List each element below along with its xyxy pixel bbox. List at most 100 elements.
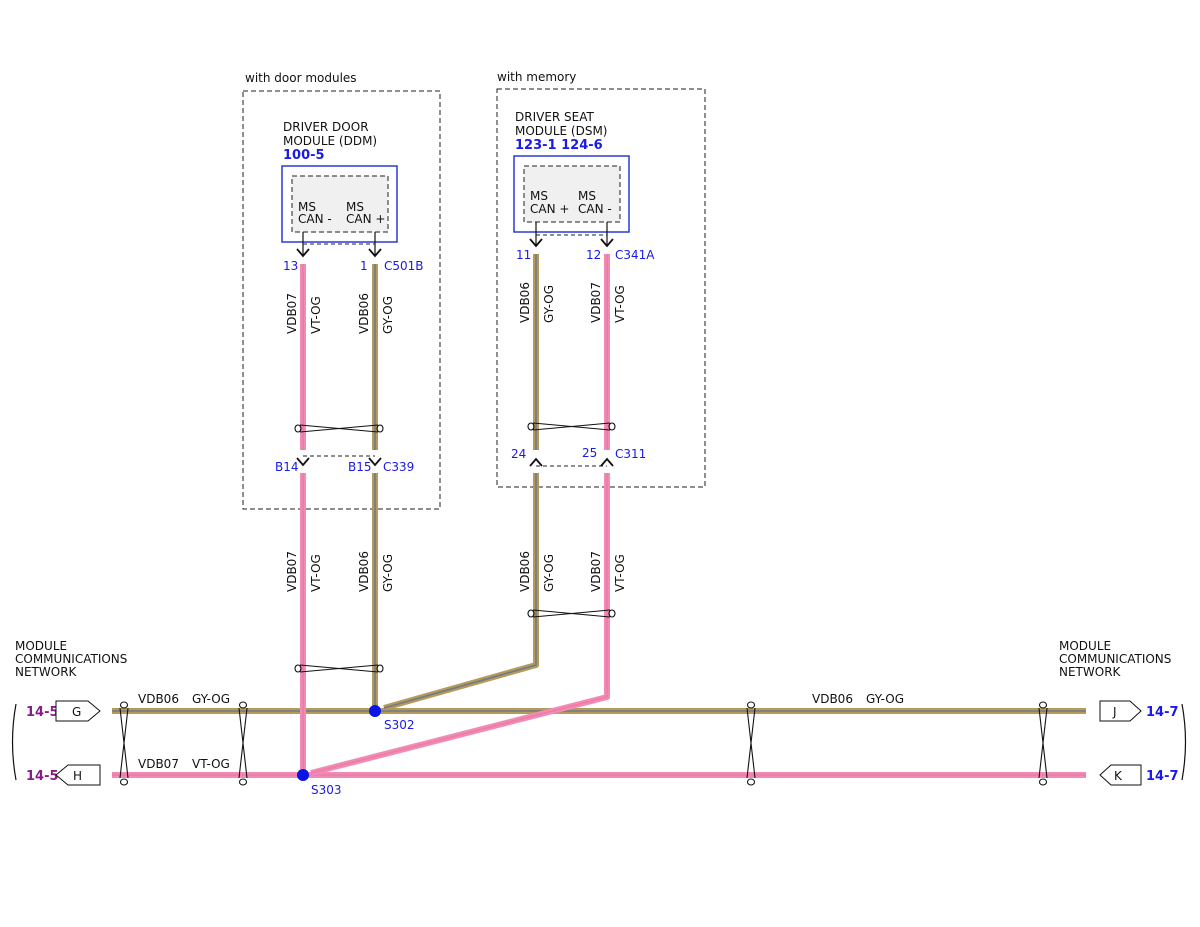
seat-module-group: with memory DRIVER SEAT MODULE (DSM) 123… xyxy=(496,70,706,488)
c311-pin-25: 25 xyxy=(582,446,597,460)
wire-label-ddm-vdb07-upper: VDB07 xyxy=(285,293,299,334)
wire-label-dsm-vdb06-upper: VDB06 xyxy=(518,282,532,323)
door-module-group: with door modules DRIVER DOOR MODULE (DD… xyxy=(242,71,441,510)
wire-label-dsm-vdb07-lower: VDB07 xyxy=(589,551,603,592)
ddm-pin-a-label-line1: MS xyxy=(298,200,316,214)
wire-label-bus-gy-og-right: GY-OG xyxy=(866,692,904,706)
twist-dsm-lower-icon xyxy=(527,609,616,618)
wire-vdb07-vt-og-dsm-lower xyxy=(310,473,610,776)
wire-label-dsm-vdb06-lower: VDB06 xyxy=(518,551,532,592)
connector-g-flag-icon xyxy=(55,700,101,722)
c501b-connector-label: C501B xyxy=(384,259,424,273)
twist-dsm-upper-icon xyxy=(527,422,616,431)
wire-label-ddm-vt-og-lower: VT-OG xyxy=(309,554,323,592)
ddm-inner-box xyxy=(291,175,389,233)
ddm-pin-1: 1 xyxy=(360,259,368,273)
twist-ddm-upper-icon xyxy=(294,424,384,433)
left-page-ref-bottom[interactable]: 14-5 xyxy=(26,769,59,784)
left-network-label-line3: NETWORK xyxy=(15,665,78,679)
right-network-label-line2: COMMUNICATIONS xyxy=(1059,652,1171,666)
splice-s302-dot[interactable] xyxy=(369,705,381,717)
connector-j-flag-icon xyxy=(1099,700,1142,722)
ddm-pin1-arrow-icon xyxy=(368,248,382,258)
wire-label-ddm-gy-og-upper: GY-OG xyxy=(381,296,395,334)
splice-s303-dot[interactable] xyxy=(297,769,309,781)
door-group-dashed-frame xyxy=(242,90,441,510)
wire-label-dsm-vdb07-upper: VDB07 xyxy=(589,282,603,323)
c311-pin-24-arrow-icon xyxy=(529,457,543,467)
seat-group-dashed-frame xyxy=(496,88,706,488)
wire-vdb06-gy-og-dsm-lower-core xyxy=(383,473,537,709)
wire-label-dsm-vt-og-upper: VT-OG xyxy=(613,285,627,323)
vertical-wire-labels: VDB07 VT-OG VDB06 GY-OG VDB07 VT-OG VDB0… xyxy=(285,282,627,592)
seat-group-caption: with memory xyxy=(497,70,576,84)
dsm-pin-a-label-line2: CAN + xyxy=(530,202,569,216)
dsm-module-name-line2: MODULE (DSM) xyxy=(515,124,607,138)
twist-bus-3-icon xyxy=(746,701,756,786)
wire-label-ddm-vdb07-lower: VDB07 xyxy=(285,551,299,592)
c311-connector-label: C311 xyxy=(615,447,646,461)
right-page-ref-bottom[interactable]: 14-7 xyxy=(1146,769,1179,784)
ddm-pin13-arrow-icon xyxy=(296,248,310,258)
wire-vdb07-vt-og-dsm-lower-core xyxy=(310,473,608,774)
ddm-pin-b-label-line2: CAN + xyxy=(346,212,385,226)
splice-s303-label: S303 xyxy=(311,783,342,797)
c311-pin-25-arrow-icon xyxy=(600,457,614,467)
wire-label-bus-gy-og-left: GY-OG xyxy=(192,692,230,706)
dsm-pin-b-label-line2: CAN - xyxy=(578,202,612,216)
connector-k-label: K xyxy=(1114,769,1123,783)
dsm-page-ref[interactable]: 123-1 124-6 xyxy=(515,138,603,153)
dsm-pin-a-label-line1: MS xyxy=(530,189,548,203)
door-group-caption: with door modules xyxy=(245,71,357,85)
ddm-module-name-line1: DRIVER DOOR xyxy=(283,120,369,134)
c311-pin-24: 24 xyxy=(511,447,526,461)
left-brace-icon xyxy=(11,703,17,781)
right-network-label-line1: MODULE xyxy=(1059,639,1111,653)
c341a-connector-label: C341A xyxy=(615,248,655,262)
right-brace-icon xyxy=(1181,703,1187,781)
c339-pin-b14: B14 xyxy=(275,460,299,474)
ddm-pin-a-label-line2: CAN - xyxy=(298,212,332,226)
wire-label-bus-vt-og-left: VT-OG xyxy=(192,757,230,771)
left-network-endpoint: MODULE COMMUNICATIONS NETWORK 14-5 G 14-… xyxy=(11,639,127,786)
connector-k-flag-icon xyxy=(1099,764,1142,786)
connector-j-label: J xyxy=(1112,705,1117,719)
left-page-ref-top[interactable]: 14-5 xyxy=(26,705,59,720)
wire-label-ddm-vt-og-upper: VT-OG xyxy=(309,296,323,334)
twist-bus-4-icon xyxy=(1038,701,1048,786)
ddm-pin-13: 13 xyxy=(283,259,298,273)
wire-label-bus-vdb06-left: VDB06 xyxy=(138,692,179,706)
horizontal-wire-labels: VDB06 GY-OG VDB06 GY-OG VDB07 VT-OG xyxy=(138,692,904,771)
twisted-pair-markers xyxy=(119,422,1048,786)
wire-label-dsm-gy-og-lower: GY-OG xyxy=(542,554,556,592)
wire-label-ddm-vdb06-upper: VDB06 xyxy=(357,293,371,334)
wire-label-bus-vdb07-left: VDB07 xyxy=(138,757,179,771)
ddm-module-name-line2: MODULE (DDM) xyxy=(283,134,377,148)
twist-ddm-lower-icon xyxy=(294,664,384,673)
c339-connector-label: C339 xyxy=(383,460,414,474)
right-page-ref-top[interactable]: 14-7 xyxy=(1146,705,1179,720)
connector-h-flag-icon xyxy=(55,764,101,786)
ddm-page-ref[interactable]: 100-5 xyxy=(283,148,325,163)
dsm-module-name-line1: DRIVER SEAT xyxy=(515,110,595,124)
wire-label-dsm-gy-og-upper: GY-OG xyxy=(542,285,556,323)
c339-pin-b15: B15 xyxy=(348,460,372,474)
dsm-pin12-arrow-icon xyxy=(600,238,614,248)
c339-pin-b15-arrow-icon xyxy=(368,457,382,467)
connector-h-label: H xyxy=(73,769,82,783)
splice-s302-label: S302 xyxy=(384,718,415,732)
right-network-label-line3: NETWORK xyxy=(1059,665,1122,679)
dsm-inner-box xyxy=(523,165,621,223)
dsm-pin11-arrow-icon xyxy=(529,238,543,248)
ddm-pin-b-label-line1: MS xyxy=(346,200,364,214)
dsm-pin-b-label-line1: MS xyxy=(578,189,596,203)
connector-g-label: G xyxy=(72,705,81,719)
twist-bus-1-icon xyxy=(119,701,129,786)
wire-label-ddm-vdb06-lower: VDB06 xyxy=(357,551,371,592)
c339-pin-b14-arrow-icon xyxy=(296,457,310,467)
left-network-label-line2: COMMUNICATIONS xyxy=(15,652,127,666)
twist-bus-2-icon xyxy=(238,701,248,786)
wire-vdb06-gy-og-dsm-lower xyxy=(383,473,539,711)
wire-label-bus-vdb06-right: VDB06 xyxy=(812,692,853,706)
